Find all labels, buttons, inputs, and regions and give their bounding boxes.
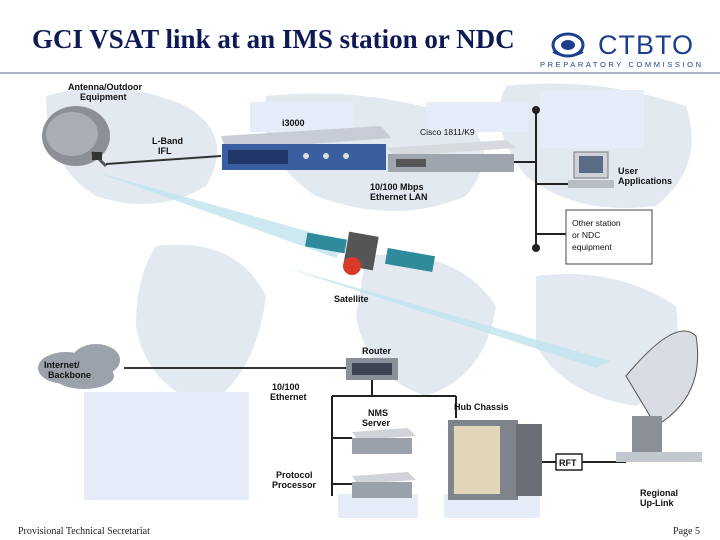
placeholder-panel <box>84 392 249 500</box>
vsat-diagram: Antenna/Outdoor Equipment L-Band IFL i30… <box>38 82 702 518</box>
logo-subtitle: PREPARATORY COMMISSION <box>540 60 704 69</box>
nms-label: NMS <box>368 408 388 418</box>
other-equipment-box <box>565 209 653 265</box>
hub-label: Hub Chassis <box>454 402 509 412</box>
placeholder-panel <box>250 102 354 132</box>
other-label: equipment <box>572 242 612 252</box>
computer-icon <box>568 151 614 188</box>
placeholder-panel <box>426 102 528 132</box>
antenna-label: Antenna/Outdoor <box>68 82 142 92</box>
router-icon <box>346 358 398 380</box>
protocol-processor-icon <box>352 472 416 498</box>
cisco-label: Cisco 1811/K9 <box>420 127 475 137</box>
lband-label: L-Band <box>152 136 183 146</box>
regional-label: Up-Link <box>640 498 674 508</box>
ctbto-logo-icon <box>551 32 585 58</box>
router-label: Router <box>362 346 391 356</box>
other-label: or NDC <box>572 230 600 240</box>
protocol-label: Protocol <box>276 470 313 480</box>
internet-label: Internet/ <box>44 360 80 370</box>
antenna-dish-icon <box>42 106 110 168</box>
ethernet-label: Ethernet <box>270 392 307 402</box>
rft-label: RFT <box>559 458 577 468</box>
nms-label: Server <box>362 418 391 428</box>
uplink-antenna-icon <box>616 330 702 462</box>
title-rule <box>0 72 720 74</box>
lan-terminator <box>532 106 540 114</box>
nms-server-icon <box>352 428 416 454</box>
logo-text: CTBTO <box>598 30 695 60</box>
antenna-label: Equipment <box>80 92 127 102</box>
ifl-cable <box>105 155 222 165</box>
other-label: Other station <box>572 218 621 228</box>
user-label: User <box>618 166 639 176</box>
user-label: Applications <box>618 176 672 186</box>
footer-left: Provisional Technical Secretariat <box>18 526 150 537</box>
hub-chassis-icon <box>448 420 542 500</box>
satellite-label: Satellite <box>334 294 369 304</box>
regional-label: Regional <box>640 488 678 498</box>
uplink-beam <box>96 172 346 258</box>
lan-terminator <box>532 244 540 252</box>
satellite-icon <box>305 231 436 275</box>
internet-label: Backbone <box>48 370 91 380</box>
cisco-router-icon <box>386 140 516 172</box>
i3000-modem-icon <box>221 126 391 170</box>
lan-label: 10/100 Mbps <box>370 182 424 192</box>
footer-page-number: Page 5 <box>673 526 700 537</box>
modem-label: i3000 <box>282 118 305 128</box>
protocol-label: Processor <box>272 480 317 490</box>
placeholder-panel <box>540 90 644 148</box>
downlink-beam <box>281 266 611 368</box>
slide-title: GCI VSAT link at an IMS station or NDC <box>32 24 515 54</box>
ethernet-label: 10/100 <box>272 382 300 392</box>
lband-label: IFL <box>158 146 172 156</box>
cloud-icon <box>38 344 120 389</box>
lan-label: Ethernet LAN <box>370 192 428 202</box>
